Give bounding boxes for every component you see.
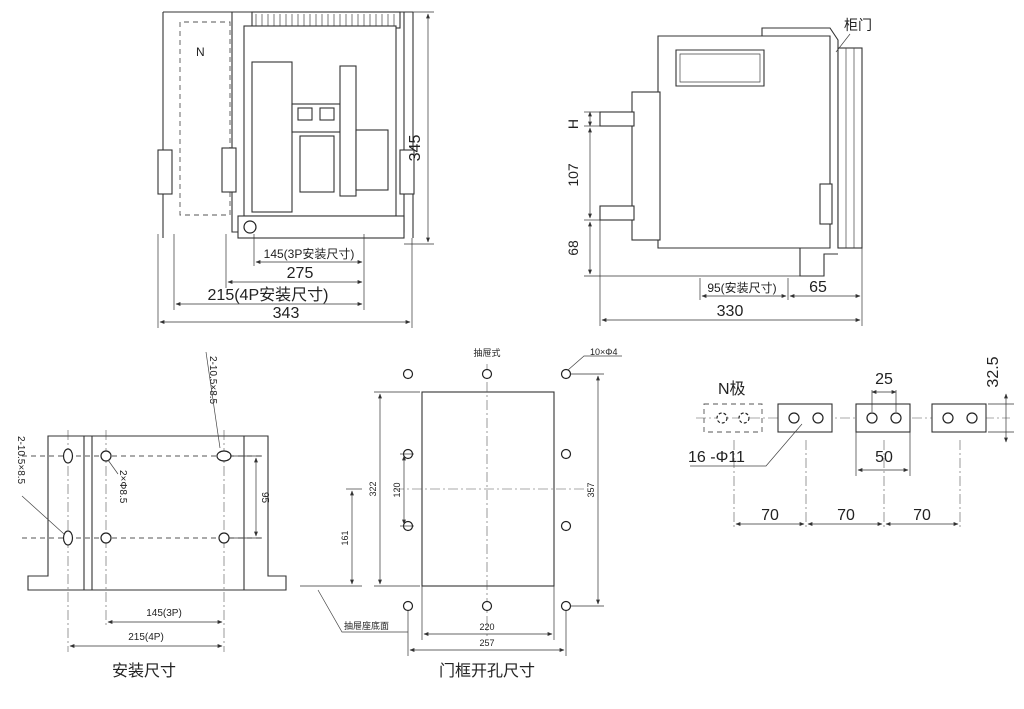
- door-cutout-view: 抽屉式 10×Φ4 322 120 161 357 220 257: [300, 347, 622, 680]
- dim-32-5: 32.5: [985, 356, 1002, 387]
- dim-145-3p: 145(3P安装尺寸): [264, 246, 355, 261]
- upper-terminal: [599, 111, 635, 127]
- mounting-base-plate: [27, 435, 287, 591]
- door-hole: [402, 600, 414, 612]
- door-label: 柜门: [844, 17, 872, 33]
- cabinet-door: [837, 47, 863, 249]
- mounting-uprights: [83, 436, 245, 590]
- indicator-window: [355, 129, 389, 191]
- door-hole: [402, 368, 414, 380]
- dim-343: 343: [273, 305, 300, 322]
- slot-hole-top-left: [62, 448, 74, 464]
- door-hole: [481, 600, 493, 612]
- round-hole-top: [100, 450, 112, 462]
- round-hole-bottom: [100, 532, 112, 544]
- slot-note-top: 2-10.5×8.5: [207, 356, 218, 405]
- slot-hole-top-right: [216, 450, 232, 462]
- pitch-2: 70: [837, 507, 855, 524]
- drawer-type-label: 抽屉式: [473, 347, 500, 358]
- dim-345: 345: [407, 135, 424, 162]
- left-inner-guide: [221, 147, 237, 193]
- door-hole: [560, 600, 572, 612]
- dim-161: 161: [340, 530, 350, 545]
- neutral-label: N: [196, 45, 205, 59]
- right-guide: [399, 149, 415, 195]
- panel-window-left: [251, 61, 293, 213]
- door-hole: [560, 520, 572, 532]
- push-button-off: [319, 107, 335, 121]
- busbar-1: [777, 403, 833, 433]
- door-hole: [481, 368, 493, 380]
- lower-terminal: [599, 205, 635, 221]
- dim-220: 220: [479, 622, 494, 632]
- dim-357: 357: [586, 482, 596, 497]
- door-hole: [560, 448, 572, 460]
- dim-107: 107: [565, 163, 581, 187]
- panel-window-center: [299, 135, 335, 193]
- dim-25: 25: [875, 371, 893, 388]
- side-handle-recess: [675, 49, 765, 87]
- dim-275: 275: [287, 265, 314, 282]
- terminal-backplate: [631, 91, 661, 241]
- dim-68: 68: [565, 240, 581, 256]
- pitch-3: 70: [913, 507, 931, 524]
- door-hole: [560, 368, 572, 380]
- push-button-on: [297, 107, 313, 121]
- dim-65: 65: [809, 279, 827, 296]
- dim-322: 322: [368, 481, 378, 496]
- side-view: 柜门 H 107 68 95(安装尺寸) 65 330: [565, 17, 872, 326]
- side-foot: [799, 248, 838, 277]
- front-view: N 345 145(3P安装尺寸) 275 215(4P安装尺寸) 343: [157, 11, 434, 328]
- crank-hole: [243, 220, 257, 234]
- handle-slot: [339, 65, 357, 197]
- slot-note-left: 2-10.5×8.5: [15, 436, 26, 485]
- round-hole-bottom-right: [218, 532, 230, 544]
- dim-h: H: [565, 119, 581, 129]
- n-pole-busbar: [703, 403, 763, 433]
- hole-note: 2×Φ8.5: [117, 470, 128, 504]
- drawer-base-label: 抽屉座底面: [344, 620, 389, 631]
- mounting-title: 安装尺寸: [112, 662, 176, 680]
- neutral-pole-outline: [179, 21, 231, 216]
- busbar-3: [931, 403, 987, 433]
- dim-95-side: 95(安装尺寸): [707, 280, 776, 295]
- dim-95-mount: 95: [259, 492, 270, 504]
- door-holes-note: 10×Φ4: [590, 347, 617, 357]
- terminal-strip-pins: [255, 14, 395, 26]
- dim-145-3p-mount: 145(3P): [146, 608, 182, 619]
- dim-120: 120: [392, 482, 402, 497]
- dim-257: 257: [479, 638, 494, 648]
- dim-215-4p: 215(4P安装尺寸): [208, 286, 329, 304]
- side-latch: [819, 183, 833, 225]
- slot-hole-bottom-left: [62, 530, 74, 546]
- dim-50: 50: [875, 449, 893, 466]
- dim-215-4p-mount: 215(4P): [128, 632, 164, 643]
- terminal-view: N极 25 32.5 50 16 -Φ11 70 70 70: [688, 356, 1014, 530]
- door-cutout-title: 门框开孔尺寸: [439, 662, 535, 680]
- drawer-base: [237, 215, 405, 239]
- n-pole-label: N极: [718, 380, 746, 398]
- side-body: [657, 35, 831, 249]
- pitch-1: 70: [761, 507, 779, 524]
- busbar-2: [855, 403, 911, 433]
- terminal-holes-note: 16 -Φ11: [688, 449, 745, 466]
- dim-330: 330: [717, 303, 744, 320]
- mounting-view: 2-10.5×8.5 2-10.5×8.5 2×Φ8.5 95 145(3P) …: [15, 351, 287, 680]
- left-guide: [157, 149, 173, 195]
